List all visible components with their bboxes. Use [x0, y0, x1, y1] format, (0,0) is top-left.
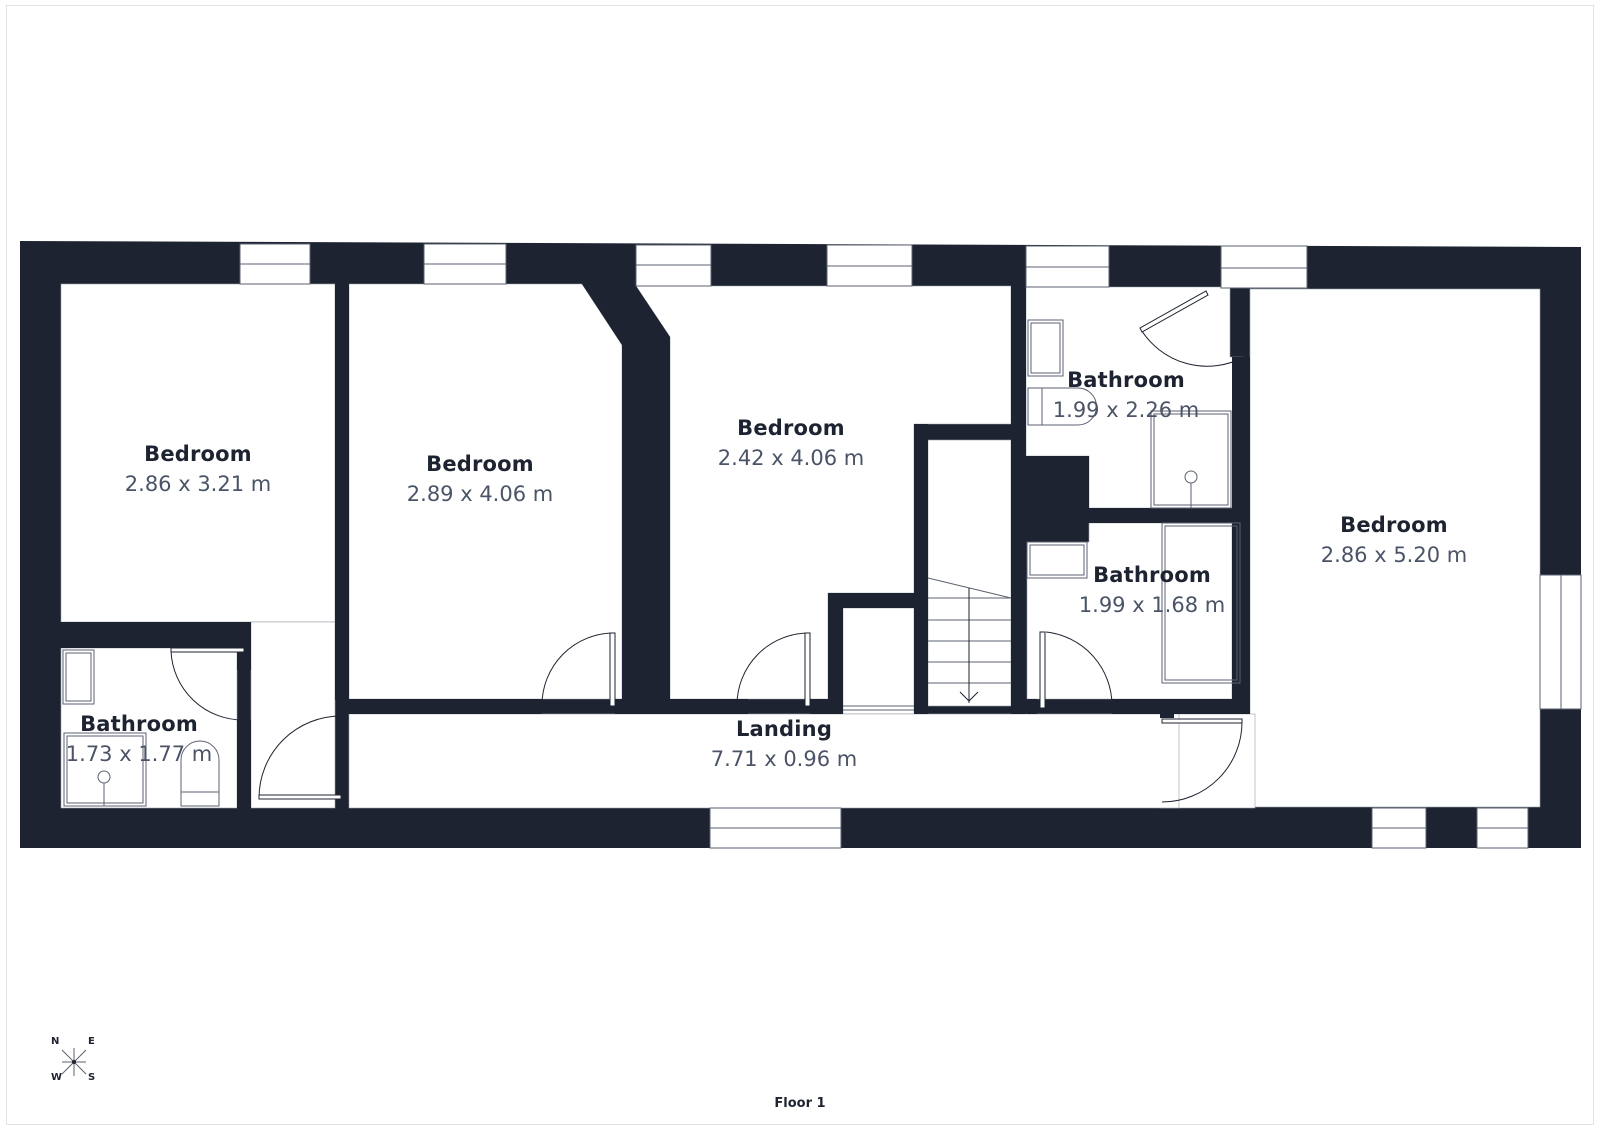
door-swing: [736, 632, 810, 706]
floor-landing: [348, 713, 1180, 809]
room-dimensions: 2.86 x 5.20 m: [1320, 543, 1468, 567]
room-dimensions: 2.86 x 3.21 m: [124, 472, 272, 496]
doors: [170, 290, 1245, 803]
room-label-bedroom-1: Bedroom 2.86 x 3.21 m: [125, 442, 271, 496]
room-name: Bathroom: [80, 712, 198, 736]
fixtures: [62, 319, 1241, 807]
room-label-bathroom-left: Bathroom 1.73 x 1.77 m: [66, 712, 212, 766]
room-name: Bathroom: [1067, 368, 1185, 392]
floor-hall-left: [250, 621, 336, 809]
door-swing: [258, 715, 342, 799]
sink: [1027, 319, 1064, 377]
door-swing: [541, 632, 615, 706]
shower: [63, 732, 147, 807]
room-name: Bedroom: [144, 442, 252, 466]
door-swing: [1045, 631, 1113, 707]
compass-east: E: [88, 1036, 95, 1047]
room-dimensions: 2.89 x 4.06 m: [406, 482, 554, 506]
room-dimensions: 2.42 x 4.06 m: [717, 446, 865, 470]
door-swing: [170, 650, 244, 721]
room-name: Landing: [735, 717, 833, 741]
room-label-bathroom-middle-right: Bathroom 1.99 x 1.68 m: [1079, 563, 1225, 617]
compass-star-icon: [61, 1048, 87, 1076]
wall-fragments: [61, 284, 1250, 808]
page-frame: [6, 5, 1594, 1125]
room-name: Bedroom: [426, 452, 534, 476]
floor-bedroom-1: [60, 283, 336, 623]
room-label-bedroom-3: Bedroom 2.42 x 4.06 m: [718, 416, 864, 470]
door-swing: [1161, 721, 1243, 803]
room-dimensions: 1.73 x 1.77 m: [65, 742, 213, 766]
compass-west: W: [51, 1072, 63, 1083]
room-label-bedroom-4: Bedroom 2.86 x 5.20 m: [1321, 513, 1467, 567]
sink: [1026, 541, 1088, 579]
door-swing: [1139, 327, 1245, 367]
floor-closet: [842, 607, 915, 715]
floor-label: Floor 1: [774, 1096, 826, 1111]
room-name: Bedroom: [737, 416, 845, 440]
bath: [1161, 522, 1241, 684]
window: [1220, 245, 1308, 289]
room-dimensions: 1.99 x 2.26 m: [1052, 398, 1200, 422]
room-dimensions: 7.71 x 0.96 m: [710, 747, 858, 771]
room-dimensions: 1.99 x 1.68 m: [1078, 593, 1226, 617]
compass-south: S: [88, 1072, 96, 1083]
room-label-landing: Landing 7.71 x 0.96 m: [711, 717, 857, 771]
compass-north: N: [51, 1036, 60, 1047]
toilet: [1027, 387, 1097, 426]
windows: [239, 243, 1582, 849]
room-label-bathroom-top-right: Bathroom 1.99 x 2.26 m: [1053, 368, 1199, 422]
sink: [62, 649, 95, 705]
room-name: Bedroom: [1340, 513, 1448, 537]
compass-rose: N E W S: [46, 1036, 106, 1084]
room-floors: [60, 283, 1541, 809]
room-label-bedroom-2: Bedroom 2.89 x 4.06 m: [407, 452, 553, 506]
toilet: [180, 740, 220, 807]
room-name: Bathroom: [1093, 563, 1211, 587]
floor-bedroom-4: [1249, 288, 1541, 808]
stairs: [843, 577, 1012, 711]
